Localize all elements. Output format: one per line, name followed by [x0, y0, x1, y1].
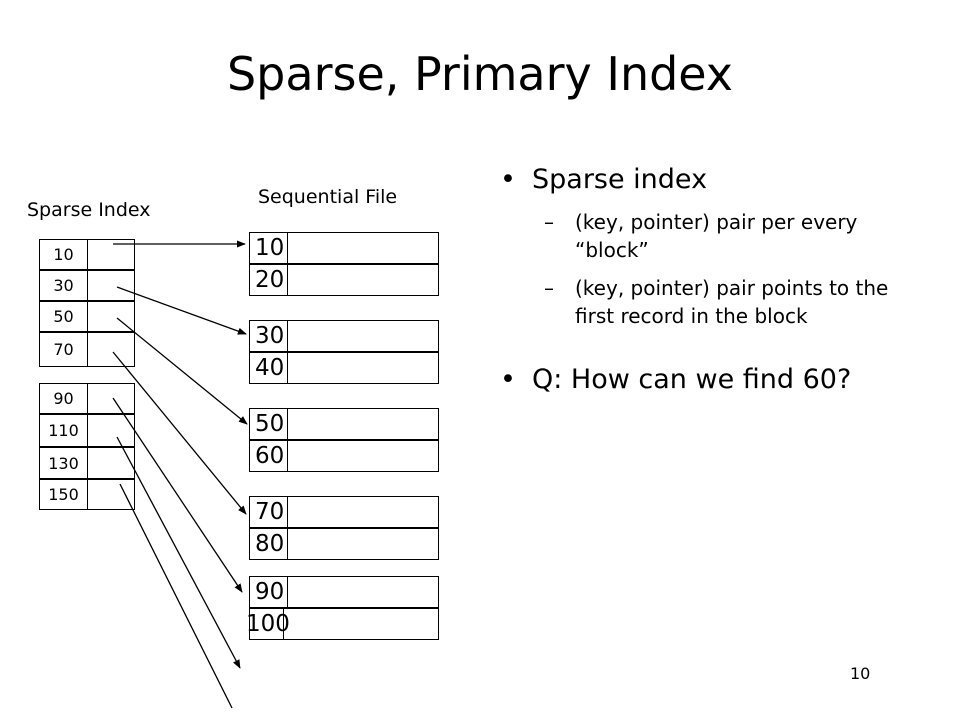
index-key: 30: [40, 271, 88, 300]
pointer-arrow: [112, 351, 247, 515]
slide-title: Sparse, Primary Index: [226, 47, 734, 101]
record: 10: [249, 232, 439, 264]
index-key: 70: [40, 333, 88, 366]
record-key: 80: [250, 529, 288, 559]
pointer-arrow: [119, 483, 233, 709]
bullet-list: Sparse index –(key, pointer) pair per ev…: [500, 162, 930, 398]
pointer-arrow: [116, 436, 241, 669]
record-key: 50: [250, 409, 288, 439]
record: 30: [249, 320, 439, 352]
record-key: 60: [250, 441, 288, 471]
sub-bullet-text: (key, pointer) pair per every “block”: [575, 210, 858, 262]
index-key: 150: [40, 480, 88, 509]
record-key: 40: [250, 353, 288, 383]
record: 70: [249, 496, 439, 528]
record: 90: [249, 576, 439, 608]
record-key: 70: [250, 497, 288, 527]
index-entry: 50: [39, 301, 135, 332]
bullet-question: Q: How can we find 60?: [500, 362, 930, 398]
index-key: 50: [40, 302, 88, 331]
record: 60: [249, 440, 439, 472]
record-key: 90: [250, 577, 288, 607]
sub-bullet: –(key, pointer) pair per every “block”: [544, 210, 858, 262]
sequential-file-label: Sequential File: [258, 186, 398, 208]
index-entry: 90: [39, 383, 135, 414]
pointer-arrow: [116, 286, 247, 335]
record-key: 10: [250, 233, 288, 263]
record: 20: [249, 264, 439, 296]
bullet-sparse-index: Sparse index: [500, 162, 930, 198]
record-key: 30: [250, 321, 288, 351]
index-entry: 130: [39, 447, 135, 479]
record: 100: [246, 608, 439, 640]
record: 50: [249, 408, 439, 440]
index-key: 90: [40, 384, 88, 413]
sparse-index-label: Sparse Index: [27, 199, 151, 221]
sub-bullet-text: (key, pointer) pair points to the first …: [575, 276, 889, 328]
pointer-arrow: [112, 397, 243, 593]
index-entry: 70: [39, 332, 135, 367]
page-number: 10: [850, 664, 871, 683]
record: 80: [249, 528, 439, 560]
record-key: 100: [246, 609, 290, 639]
sub-bullet: –(key, pointer) pair points to the first…: [544, 276, 889, 328]
index-key: 110: [40, 415, 88, 446]
record: 40: [249, 352, 439, 384]
index-key: 10: [40, 240, 88, 269]
pointer-arrow: [116, 317, 248, 425]
index-entry: 30: [39, 270, 135, 301]
record-key: 20: [250, 265, 288, 295]
index-entry: 150: [39, 479, 135, 510]
index-key: 130: [40, 448, 88, 478]
